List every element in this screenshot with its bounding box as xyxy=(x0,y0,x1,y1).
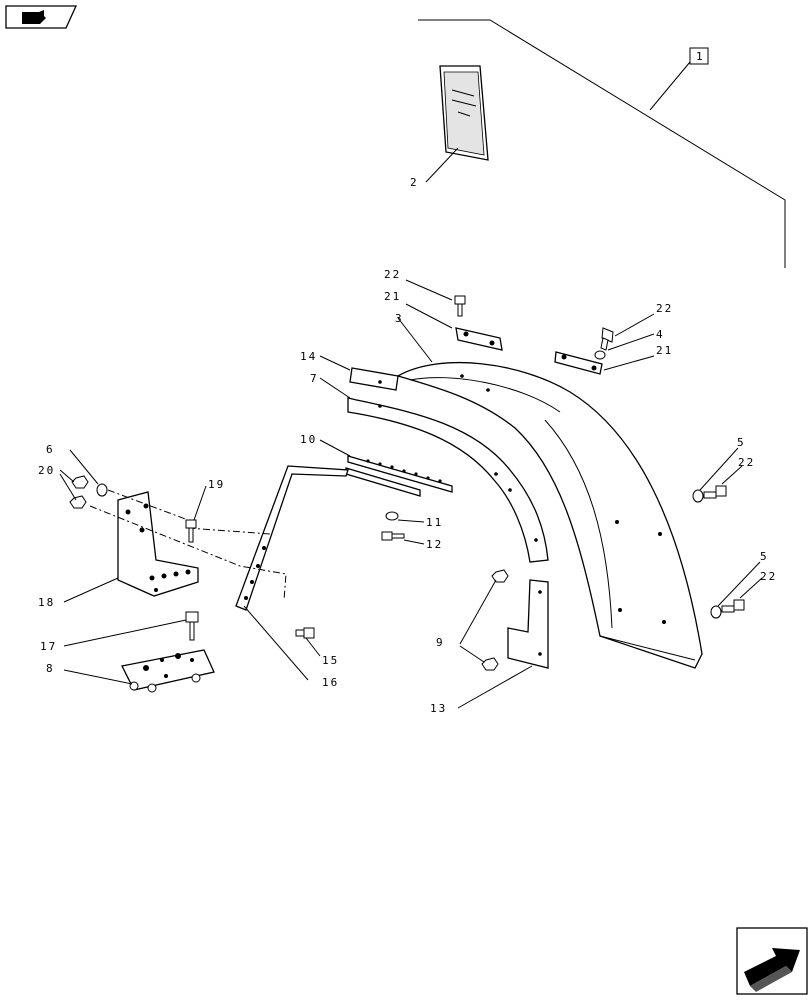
bolt-19 xyxy=(185,519,197,543)
prev-page-button[interactable] xyxy=(5,5,78,29)
callout-14[interactable]: 14 xyxy=(300,350,317,363)
arrow-forward-icon xyxy=(744,948,800,992)
washer-5-lower xyxy=(710,605,722,619)
callout-3[interactable]: 3 xyxy=(395,312,404,325)
callout-10[interactable]: 10 xyxy=(300,433,317,446)
bracket-plate xyxy=(507,579,549,669)
washer-6 xyxy=(96,483,108,497)
callout-12[interactable]: 12 xyxy=(426,538,443,551)
callout-17[interactable]: 17 xyxy=(40,640,57,653)
callout-8[interactable]: 8 xyxy=(46,662,55,675)
callout-13[interactable]: 13 xyxy=(430,702,447,715)
bolt-17 xyxy=(185,611,199,641)
bolt-15 xyxy=(295,627,315,639)
nut-9-top xyxy=(491,569,509,583)
callout-5-lower[interactable]: 5 xyxy=(760,550,769,563)
support-arm xyxy=(347,367,549,563)
nut-20-lower xyxy=(69,495,87,509)
callout-9[interactable]: 9 xyxy=(436,636,445,649)
bolt-22-lower xyxy=(721,599,745,613)
l-bracket xyxy=(117,491,199,597)
mounting-plate xyxy=(121,649,215,693)
bolt-top xyxy=(454,295,466,317)
nut-20-upper xyxy=(71,475,89,489)
callout-7[interactable]: 7 xyxy=(310,372,319,385)
callout-21-right[interactable]: 21 xyxy=(656,344,673,357)
manual-booklet xyxy=(439,65,489,161)
callout-22-top[interactable]: 22 xyxy=(384,268,401,281)
callout-19[interactable]: 19 xyxy=(208,478,225,491)
callout-5-upper[interactable]: 5 xyxy=(737,436,746,449)
bolt-right-top xyxy=(600,327,614,351)
callout-20[interactable]: 20 xyxy=(38,464,55,477)
bolt-22-upper xyxy=(703,485,727,499)
callout-22-right[interactable]: 22 xyxy=(656,302,673,315)
callout-22-lower[interactable]: 22 xyxy=(760,570,777,583)
link-plate-top xyxy=(455,327,503,351)
bolt-12 xyxy=(381,531,405,541)
fender-main xyxy=(396,362,703,669)
callout-6[interactable]: 6 xyxy=(46,443,55,456)
arrow-back-icon xyxy=(22,10,46,24)
callout-16[interactable]: 16 xyxy=(322,676,339,689)
callout-4[interactable]: 4 xyxy=(656,328,665,341)
perforated-strip xyxy=(345,455,453,497)
next-page-button[interactable] xyxy=(736,927,808,995)
callout-21-top[interactable]: 21 xyxy=(384,290,401,303)
washer-4 xyxy=(594,350,606,360)
svg-text:1: 1 xyxy=(696,50,705,63)
kit-callout[interactable]: 1 xyxy=(689,47,709,65)
nut-9-bottom xyxy=(481,657,499,671)
callout-2[interactable]: 2 xyxy=(410,176,419,189)
washer-5-upper xyxy=(692,489,704,503)
callout-11[interactable]: 11 xyxy=(426,516,443,529)
callout-15[interactable]: 15 xyxy=(322,654,339,667)
long-strap xyxy=(235,465,349,611)
washer-11 xyxy=(385,511,399,521)
kit-leader xyxy=(418,19,786,268)
link-plate-right xyxy=(554,351,603,375)
callout-22-upper[interactable]: 22 xyxy=(738,456,755,469)
callout-18[interactable]: 18 xyxy=(38,596,55,609)
